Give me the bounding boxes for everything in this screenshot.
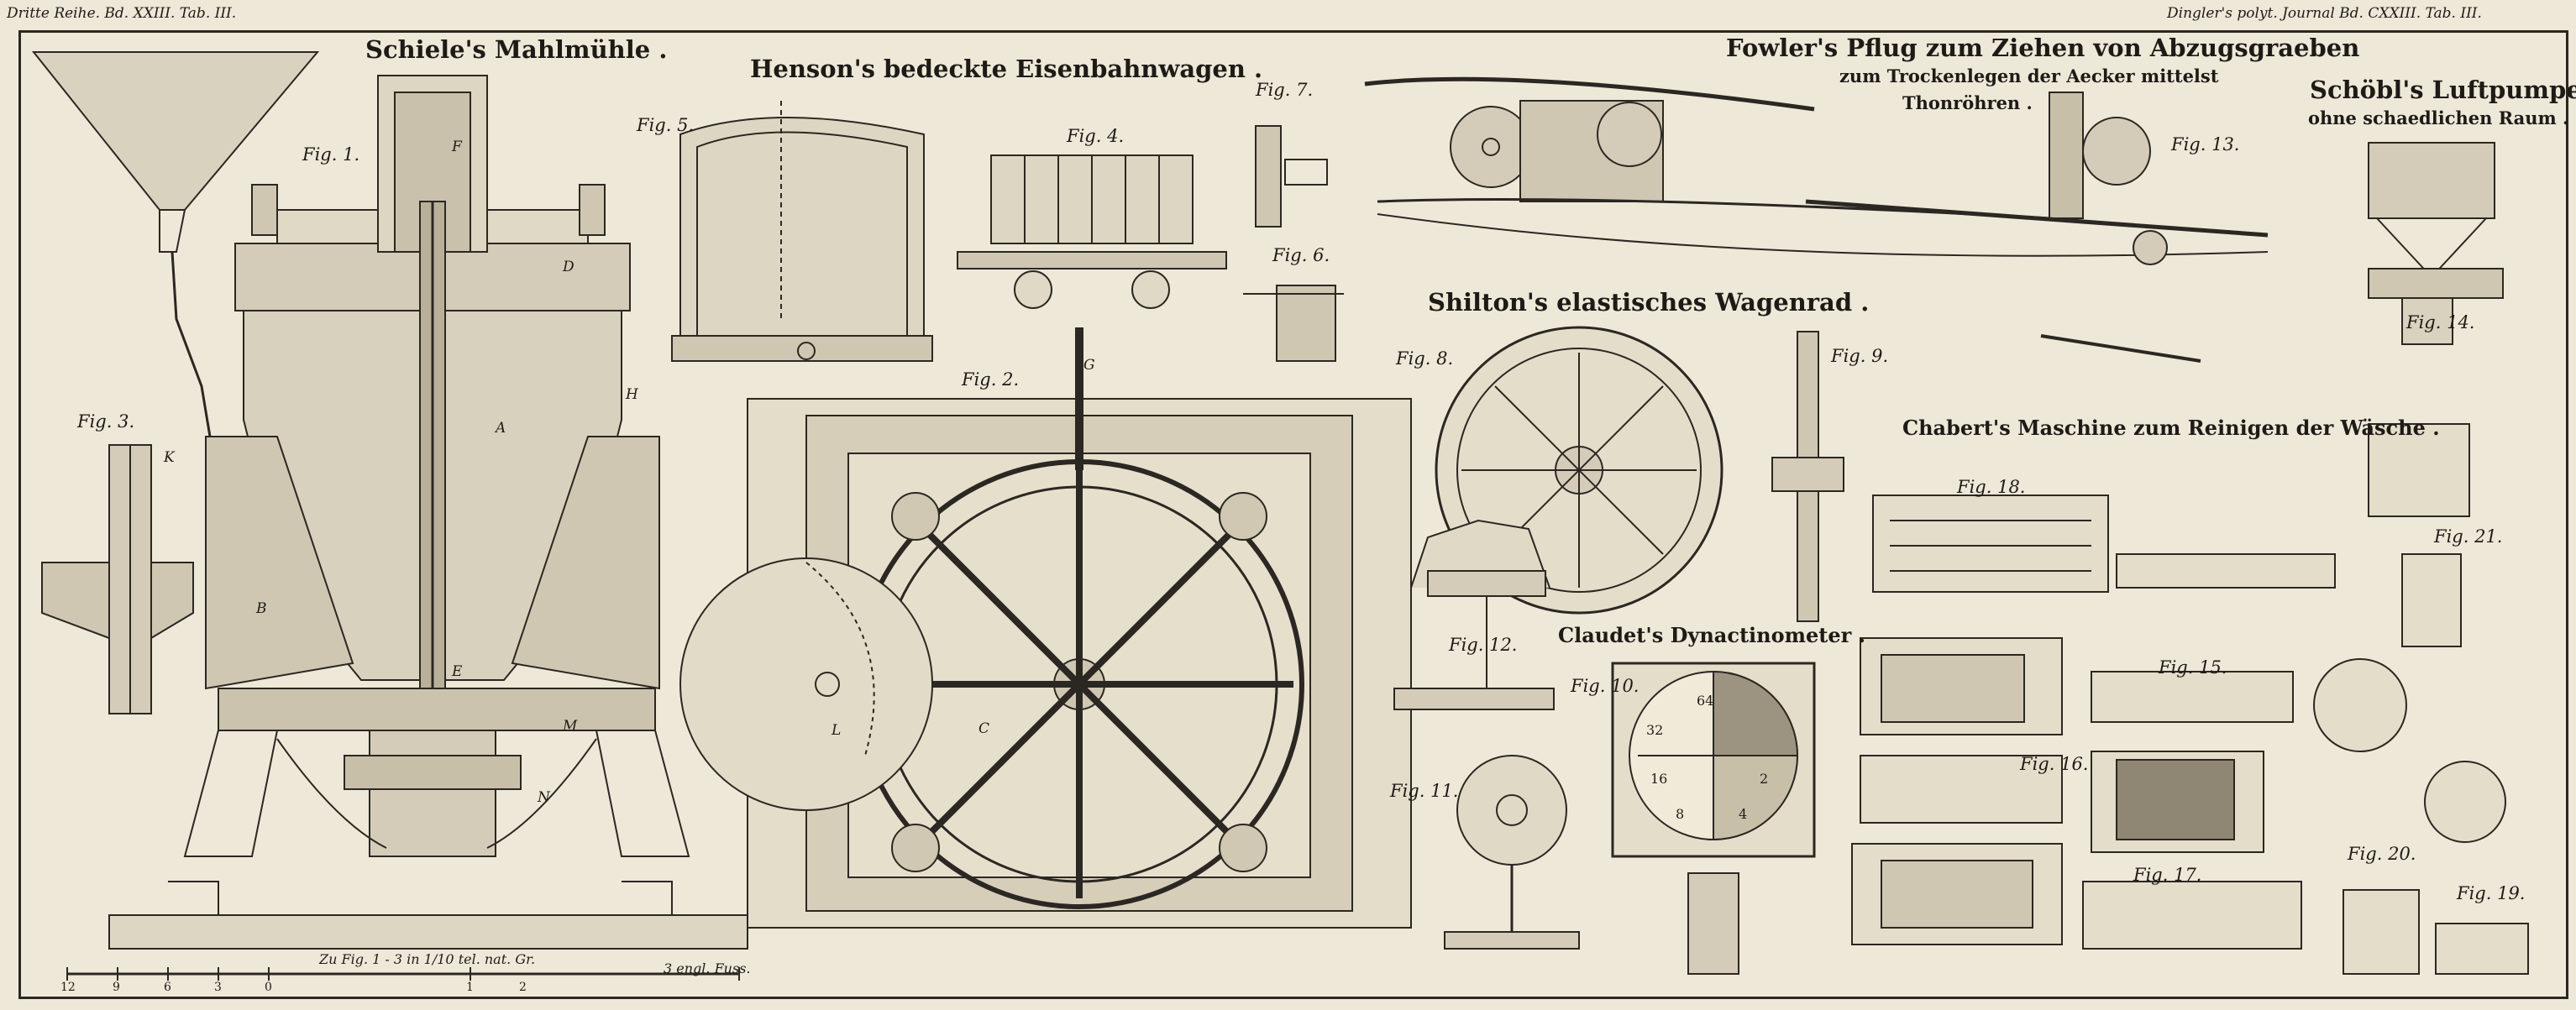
dial-number: 16	[1650, 771, 1668, 787]
fig-label: Fig. 4.	[1067, 126, 1125, 146]
part-letter: A	[496, 420, 506, 437]
fig-label: Fig. 21.	[2434, 526, 2503, 547]
scale-tick: 1	[466, 981, 474, 994]
fig-label: Fig. 5.	[637, 115, 695, 135]
subtitle-schoebl: ohne schaedlichen Raum .	[2308, 107, 2569, 128]
part-letter: C	[978, 720, 990, 737]
fig-label: Fig. 7.	[1256, 80, 1314, 100]
part-letter: E	[452, 663, 463, 680]
part-letter: N	[538, 789, 550, 806]
part-letter: L	[832, 722, 842, 739]
fig-label: Fig. 6.	[1272, 245, 1330, 265]
fig-label: Fig. 8.	[1396, 348, 1454, 369]
scale-tick: 3	[214, 981, 222, 994]
title-schiele: Schiele's Mahlmühle .	[365, 35, 668, 64]
henson-carriage-drawing	[671, 101, 1344, 362]
title-claudet: Claudet's Dynactinometer .	[1558, 623, 1865, 647]
claudet-dial-drawing	[1444, 662, 1816, 975]
dial-number: 64	[1697, 693, 1714, 709]
fig-label: Fig. 14.	[2406, 312, 2475, 332]
fig-label: Fig. 10.	[1571, 676, 1640, 696]
part-letter: K	[164, 449, 175, 466]
part-letter: M	[563, 718, 578, 735]
fig-label: Fig. 11.	[1390, 781, 1459, 801]
fig-label: Fig. 2.	[962, 369, 1020, 390]
dynamometer-wheel-drawing	[679, 327, 1412, 929]
dial-number: 2	[1760, 771, 1769, 787]
fig-label: Fig. 13.	[2171, 134, 2240, 154]
part-letter: F	[452, 139, 462, 155]
title-fowler: Fowler's Pflug zum Ziehen von Abzugsgrae…	[1726, 34, 2360, 62]
title-shilton: Shilton's elastisches Wagenrad .	[1428, 288, 1870, 317]
schiele-mill-drawing	[31, 51, 748, 950]
fig-label: Fig. 19.	[2457, 883, 2526, 903]
chabert-machine-drawing	[1851, 423, 2529, 975]
schoebl-pump-drawing	[2368, 142, 2504, 345]
title-henson: Henson's bedeckte Eisenbahnwagen .	[750, 55, 1263, 83]
plate-border	[18, 30, 2568, 999]
dial-number: 32	[1646, 722, 1664, 738]
subtitle-fowler: zum Trockenlegen der Aecker mittelst	[1839, 65, 2219, 86]
part-letter: G	[1083, 357, 1095, 374]
scale-tick: 2	[519, 981, 527, 994]
part-letter: B	[256, 600, 267, 617]
fig-label: Fig. 15.	[2159, 657, 2227, 678]
journal-label: Dingler's polyt. Journal Bd. CXXIII. Tab…	[2167, 5, 2482, 22]
shilton-wheel-drawing	[1393, 326, 1844, 710]
fig-label: Fig. 9.	[1831, 346, 1889, 366]
title-chabert: Chabert's Maschine zum Reinigen der Wäsc…	[1902, 416, 2440, 440]
part-letter: D	[563, 259, 574, 275]
part-letter: H	[626, 386, 638, 403]
fig-label: Fig. 16.	[2020, 754, 2089, 774]
title-schoebl: Schöbl's Luftpumpe	[2310, 76, 2576, 104]
fig-label: Fig. 18.	[1957, 477, 2026, 497]
scale-caption: Zu Fig. 1 - 3 in 1/10 tel. nat. Gr.	[319, 951, 536, 967]
subtitle-fowler-2: Thonröhren .	[1902, 92, 2033, 113]
scale-unit: 3 engl. Fuss.	[664, 960, 751, 976]
scale-tick: 6	[164, 981, 171, 994]
scale-bar	[66, 967, 740, 981]
fig-label: Fig. 17.	[2133, 865, 2202, 885]
fig-label: Fig. 1.	[302, 144, 360, 165]
scale-tick: 9	[113, 981, 120, 994]
dial-number: 8	[1676, 806, 1685, 822]
plate-series-label: Dritte Reihe. Bd. XXIII. Tab. III.	[7, 5, 237, 22]
fowler-plough-drawing	[1364, 76, 2269, 363]
scale-tick: 12	[60, 981, 76, 994]
dial-number: 4	[1739, 806, 1748, 822]
fig-label: Fig. 3.	[77, 411, 135, 432]
scale-tick: 0	[265, 981, 272, 994]
fig-label: Fig. 12.	[1449, 635, 1518, 655]
fig-label: Fig. 20.	[2348, 844, 2416, 864]
